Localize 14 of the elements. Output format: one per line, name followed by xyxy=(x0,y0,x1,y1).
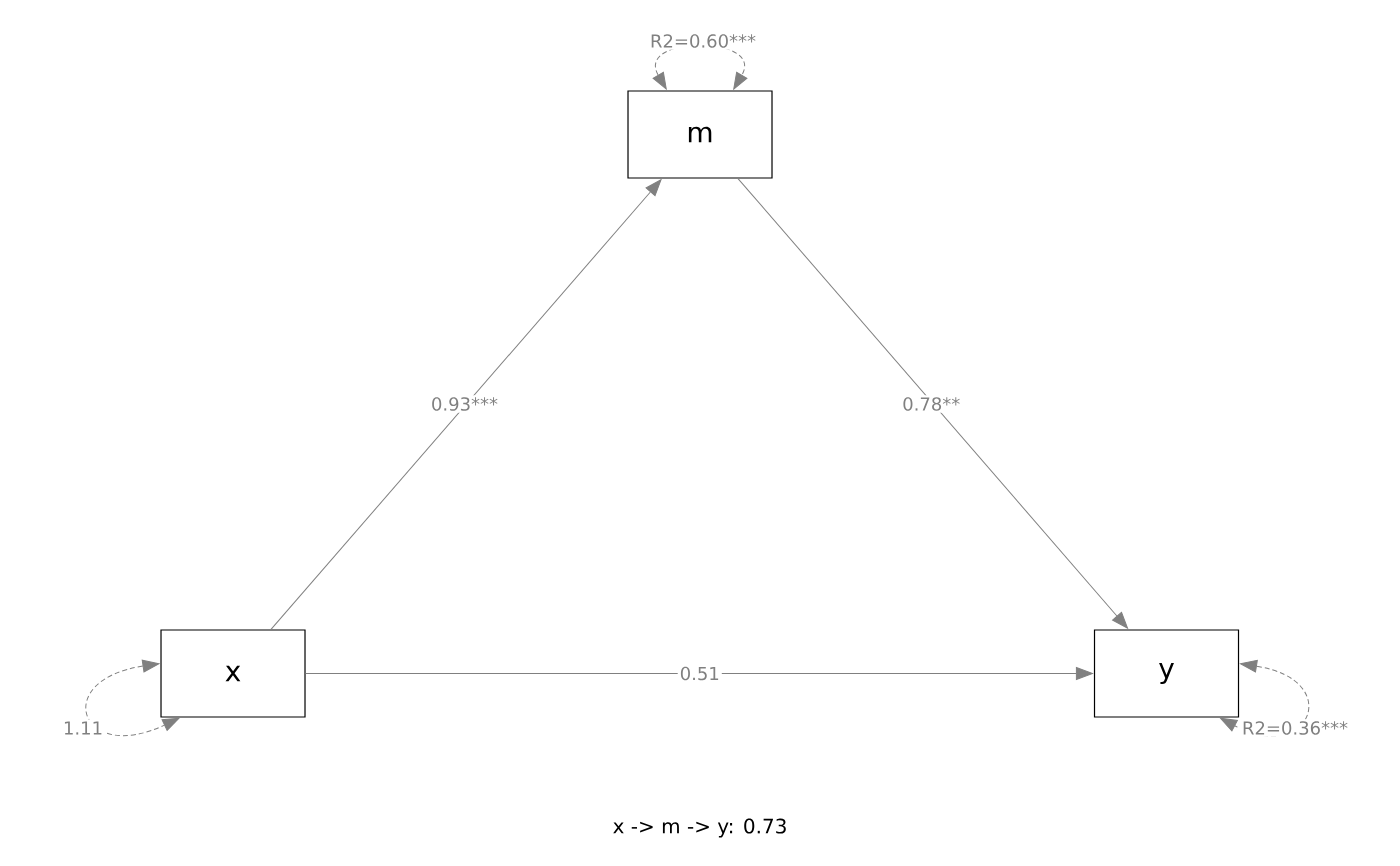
edge-label: 0.78** xyxy=(900,395,963,413)
caption: x -> m -> y: 0.73 xyxy=(613,818,786,838)
loop-arrow xyxy=(85,659,180,737)
edge-label: 1.11 xyxy=(60,719,106,737)
edge-label: R2=0.36*** xyxy=(1239,719,1351,737)
edge-label: R2=0.60*** xyxy=(647,32,759,50)
arrow xyxy=(305,667,1093,680)
arrow xyxy=(270,179,662,630)
edge-label: 0.51 xyxy=(677,664,722,683)
variable-box: y xyxy=(1093,629,1240,718)
arrow xyxy=(737,178,1129,629)
variable-box: x xyxy=(160,629,306,718)
edge-label: 0.93*** xyxy=(428,395,501,413)
variable-box: m xyxy=(627,90,773,179)
